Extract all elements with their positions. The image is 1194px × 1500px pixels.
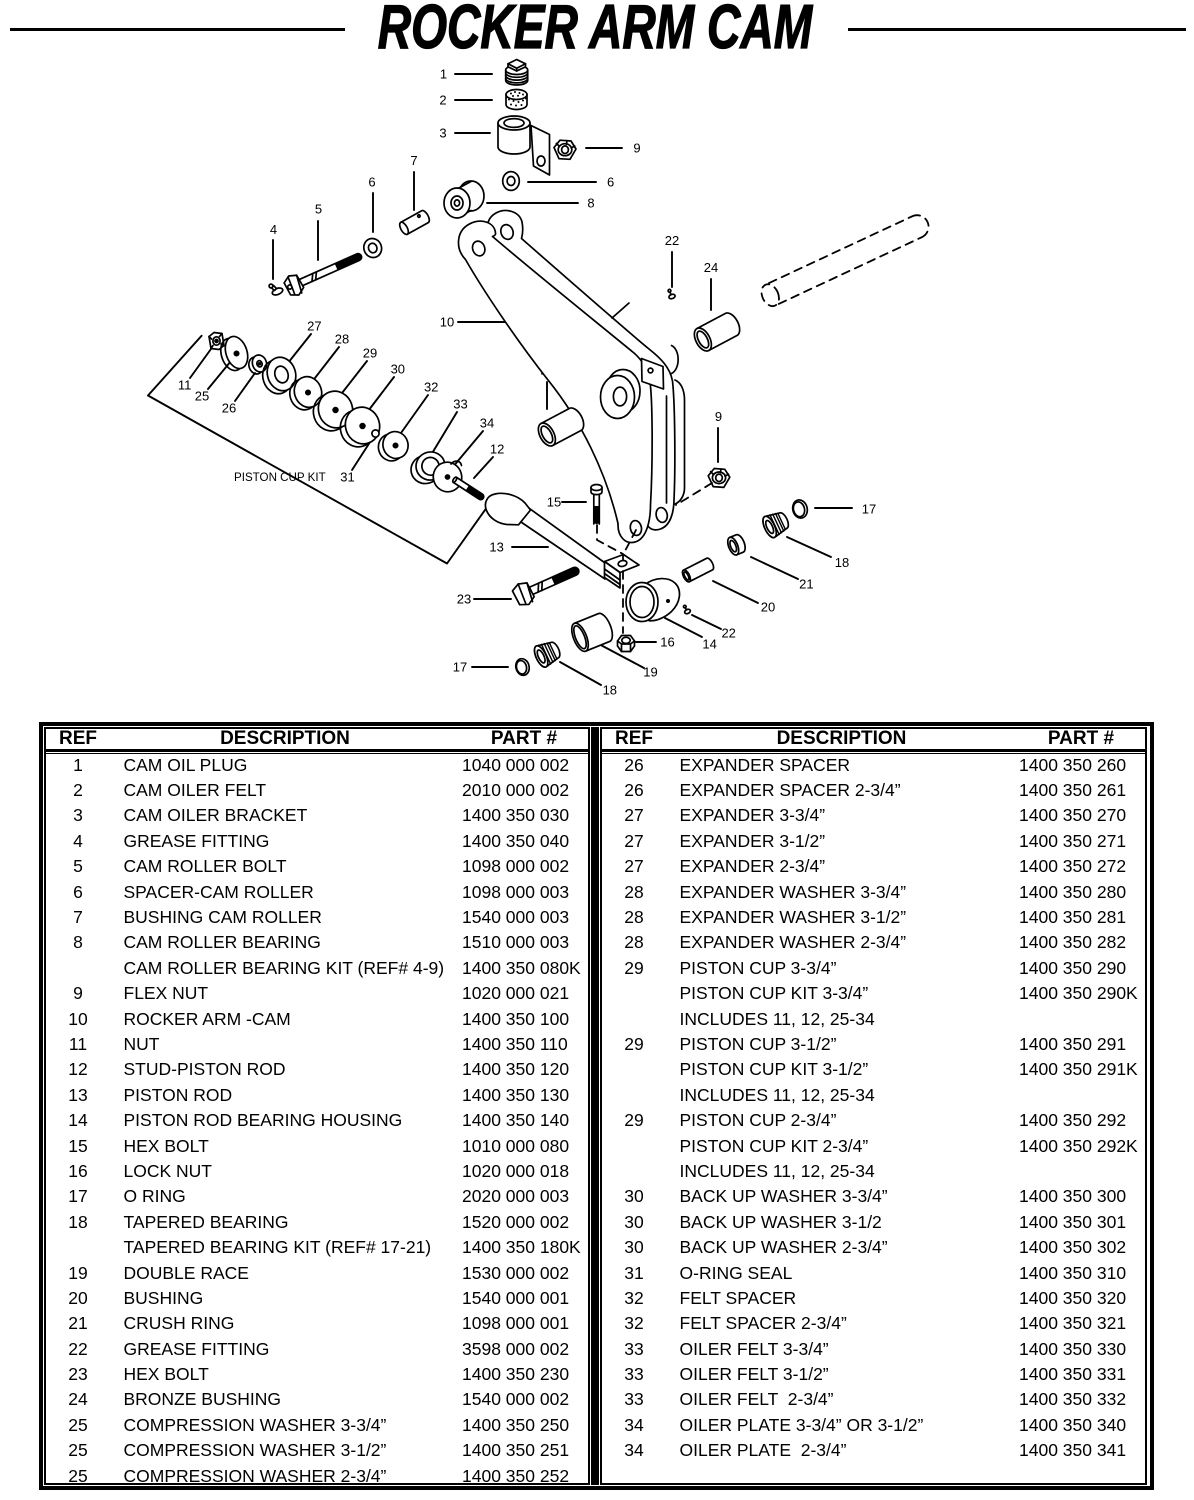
svg-text:22: 22 xyxy=(721,626,735,641)
svg-text:27: 27 xyxy=(307,319,321,334)
svg-text:4: 4 xyxy=(270,222,277,237)
svg-text:29: 29 xyxy=(363,346,377,361)
svg-text:24: 24 xyxy=(704,260,718,275)
svg-text:25: 25 xyxy=(195,389,209,404)
svg-text:34: 34 xyxy=(480,416,494,431)
svg-text:30: 30 xyxy=(391,362,405,377)
svg-text:7: 7 xyxy=(410,153,417,168)
svg-text:33: 33 xyxy=(453,397,467,412)
svg-text:12: 12 xyxy=(490,442,504,457)
svg-text:6: 6 xyxy=(607,175,614,190)
svg-text:20: 20 xyxy=(761,600,775,615)
svg-text:32: 32 xyxy=(424,380,438,395)
svg-text:10: 10 xyxy=(440,315,454,330)
svg-text:22: 22 xyxy=(665,233,679,248)
svg-text:17: 17 xyxy=(862,502,876,517)
svg-text:19: 19 xyxy=(643,665,657,680)
svg-text:3: 3 xyxy=(439,126,446,141)
svg-text:15: 15 xyxy=(547,495,561,510)
svg-text:17: 17 xyxy=(453,660,467,675)
svg-text:14: 14 xyxy=(702,637,716,652)
svg-text:9: 9 xyxy=(715,409,722,424)
svg-text:1: 1 xyxy=(440,67,447,82)
svg-text:8: 8 xyxy=(587,196,594,211)
svg-text:9: 9 xyxy=(633,141,640,156)
svg-text:28: 28 xyxy=(335,332,349,347)
svg-text:31: 31 xyxy=(340,470,354,485)
svg-text:21: 21 xyxy=(799,577,813,592)
svg-text:16: 16 xyxy=(660,635,674,650)
svg-text:5: 5 xyxy=(315,202,322,217)
svg-text:18: 18 xyxy=(835,555,849,570)
svg-text:18: 18 xyxy=(603,683,617,698)
svg-text:2: 2 xyxy=(439,93,446,108)
svg-text:6: 6 xyxy=(368,175,375,190)
svg-text:PISTON CUP KIT: PISTON CUP KIT xyxy=(234,471,326,484)
svg-text:23: 23 xyxy=(457,592,471,607)
svg-text:13: 13 xyxy=(489,540,503,555)
svg-text:11: 11 xyxy=(178,378,192,393)
svg-text:26: 26 xyxy=(222,401,236,416)
